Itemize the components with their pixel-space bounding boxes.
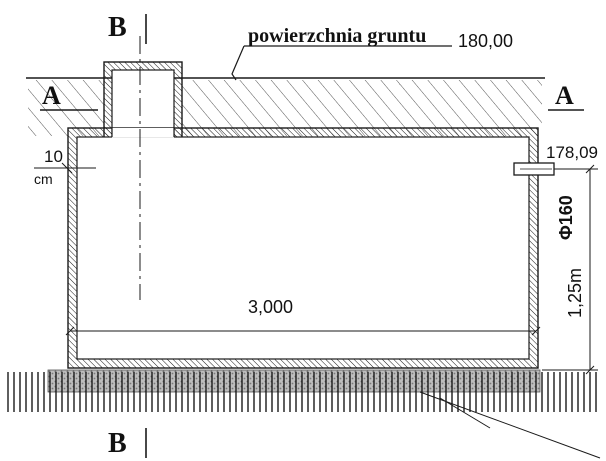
section-b-top-label: B [108, 12, 127, 43]
ground-label-leader [231, 45, 245, 81]
sand-bed [47, 369, 541, 393]
length-dimension [65, 326, 541, 336]
section-b-bottom-label: B [108, 428, 127, 459]
pipe-elevation-label: 178,09 [546, 143, 598, 162]
ground-surface-label: powierzchnia gruntu [248, 25, 426, 47]
ground-elevation-label: 180,00 [458, 31, 513, 51]
pipe-diameter-label: Φ160 [556, 195, 576, 240]
tank-height-label: 1,25m [565, 268, 585, 318]
wall-thickness-unit: cm [34, 171, 53, 187]
section-a-left-label: A [42, 81, 61, 110]
tank-body [67, 127, 539, 369]
section-a-right-label: A [555, 81, 574, 110]
wall-thickness-value: 10 [44, 147, 63, 166]
native-soil-hatch [7, 372, 597, 412]
base-leader-lines [419, 391, 601, 459]
wall-thickness-dimension [34, 162, 96, 174]
pipe-stub [513, 162, 555, 176]
tank-length-label: 3,000 [248, 297, 293, 317]
soil-layer [28, 80, 542, 136]
height-dimension [542, 164, 598, 375]
